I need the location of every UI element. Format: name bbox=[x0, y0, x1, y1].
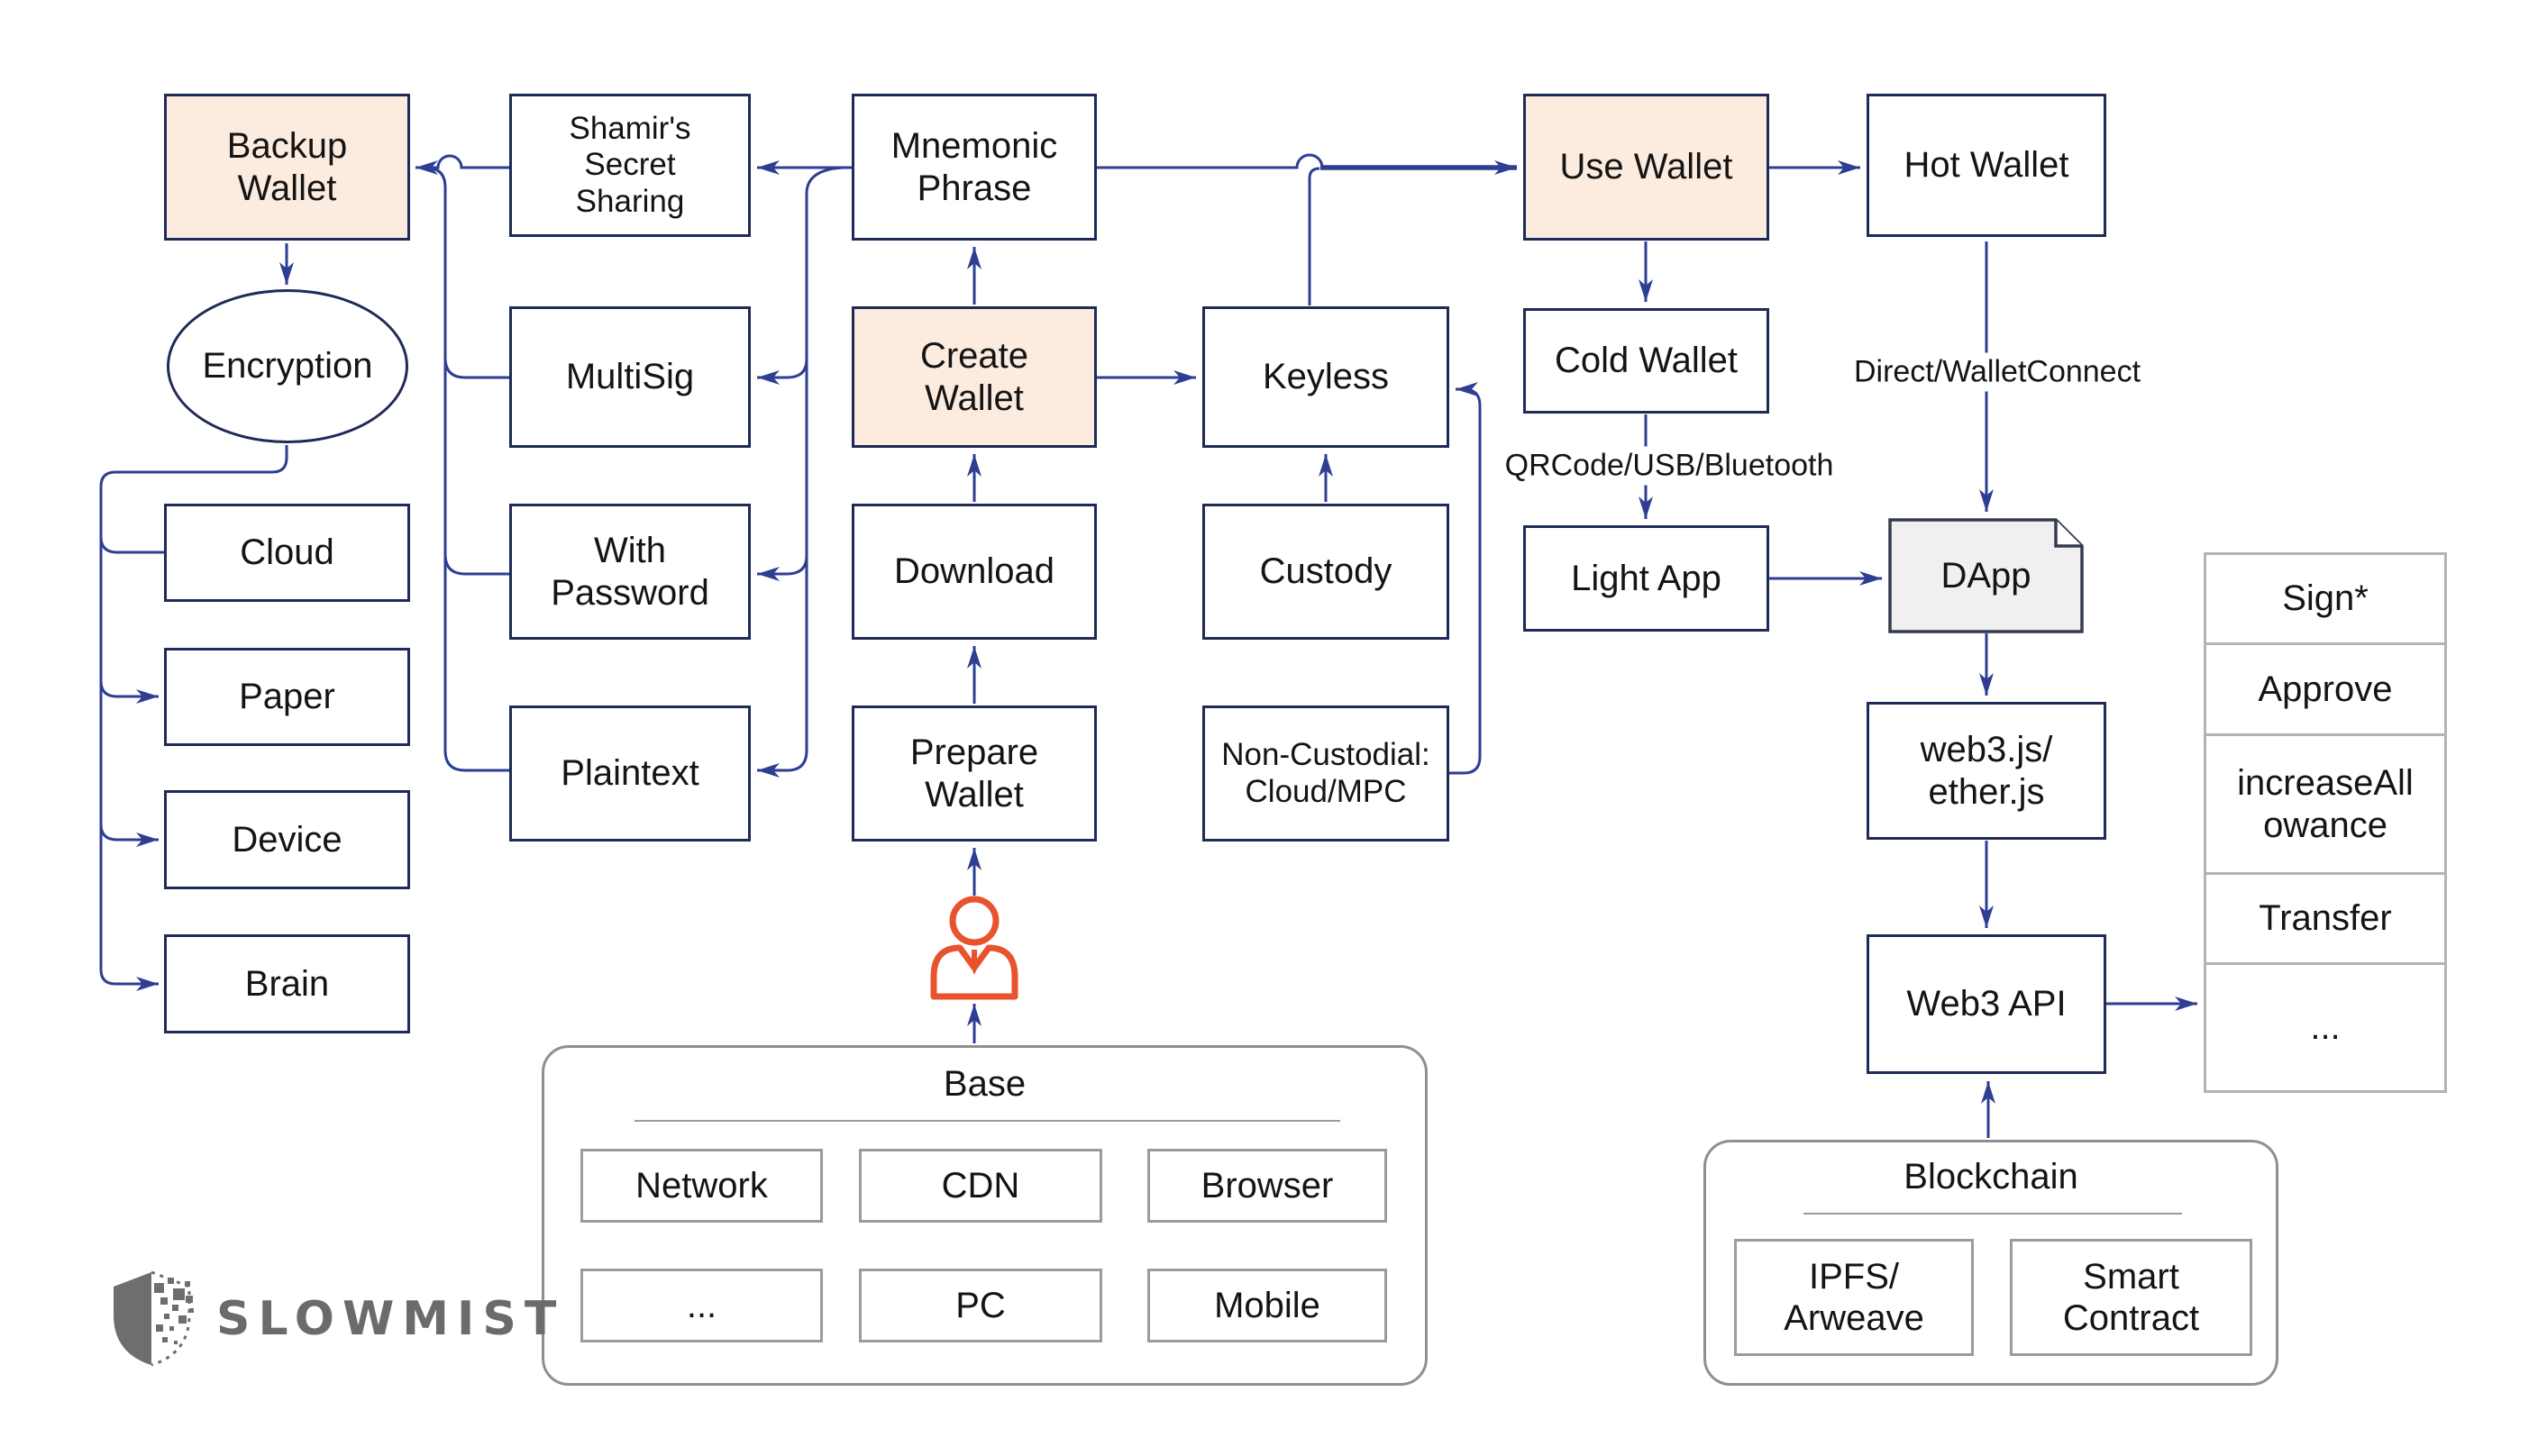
node-backup-wallet: Backup Wallet bbox=[164, 94, 410, 241]
node-encryption: Encryption bbox=[167, 289, 408, 443]
node-with-password: With Password bbox=[509, 504, 751, 640]
group-blockchain: Blockchain IPFS/ Arweave Smart Contract bbox=[1703, 1140, 2278, 1386]
table-row-transfer: Transfer bbox=[2204, 872, 2447, 965]
node-paper: Paper bbox=[164, 648, 410, 746]
edge-label-qrcode-usb-bluetooth: QRCode/USB/Bluetooth bbox=[1497, 446, 1841, 486]
node-plaintext-label: Plaintext bbox=[561, 753, 699, 794]
document-shape-icon bbox=[1888, 518, 2084, 633]
node-brain-label: Brain bbox=[244, 963, 330, 1004]
node-web3-libs-label: web3.js/ ether.js bbox=[1920, 730, 2053, 812]
group-blockchain-divider bbox=[1803, 1213, 2182, 1215]
node-encryption-label: Encryption bbox=[202, 346, 373, 387]
node-create-wallet-label: Create Wallet bbox=[919, 336, 1029, 418]
table-row-sign: Sign* bbox=[2204, 552, 2447, 645]
base-item-pc: PC bbox=[859, 1269, 1102, 1342]
node-download: Download bbox=[852, 504, 1097, 640]
node-prepare-wallet: Prepare Wallet bbox=[852, 705, 1097, 842]
node-custody: Custody bbox=[1202, 504, 1449, 640]
node-non-custodial: Non-Custodial: Cloud/MPC bbox=[1202, 705, 1449, 842]
node-keyless-label: Keyless bbox=[1262, 357, 1390, 397]
blockchain-item-ipfs-arweave: IPFS/ Arweave bbox=[1734, 1239, 1974, 1356]
node-mnemonic-phrase: Mnemonic Phrase bbox=[852, 94, 1097, 241]
node-web3-api-label: Web3 API bbox=[1906, 984, 2067, 1024]
node-brain: Brain bbox=[164, 934, 410, 1033]
node-light-app-label: Light App bbox=[1571, 558, 1721, 598]
node-cold-wallet-label: Cold Wallet bbox=[1554, 341, 1739, 381]
slowmist-logo-text: SLOWMIST bbox=[216, 1292, 565, 1346]
node-cloud-label: Cloud bbox=[240, 532, 334, 573]
node-custody-label: Custody bbox=[1259, 551, 1392, 592]
node-download-label: Download bbox=[894, 551, 1054, 592]
node-light-app: Light App bbox=[1523, 525, 1769, 632]
node-hot-wallet-label: Hot Wallet bbox=[1904, 145, 2069, 186]
api-call-table: Sign* Approve increaseAllowance Transfer… bbox=[2204, 552, 2447, 1093]
node-keyless: Keyless bbox=[1202, 306, 1449, 448]
base-item-more: ... bbox=[580, 1269, 823, 1342]
node-multisig: MultiSig bbox=[509, 306, 751, 448]
node-device-label: Device bbox=[232, 819, 342, 860]
node-cloud: Cloud bbox=[164, 504, 410, 602]
base-item-browser: Browser bbox=[1147, 1149, 1387, 1223]
group-base: Base Network CDN Browser ... PC Mobile bbox=[542, 1045, 1428, 1386]
node-prepare-wallet-label: Prepare Wallet bbox=[909, 733, 1039, 814]
node-multisig-label: MultiSig bbox=[565, 357, 695, 397]
node-web3-libs: web3.js/ ether.js bbox=[1867, 702, 2106, 840]
node-dapp: DApp bbox=[1888, 518, 2084, 633]
node-device: Device bbox=[164, 790, 410, 889]
node-use-wallet: Use Wallet bbox=[1523, 94, 1769, 241]
group-base-divider bbox=[634, 1120, 1340, 1122]
table-row-approve: Approve bbox=[2204, 642, 2447, 736]
node-cold-wallet: Cold Wallet bbox=[1523, 308, 1769, 414]
group-base-title: Base bbox=[943, 1064, 1027, 1104]
node-backup-wallet-label: Backup Wallet bbox=[226, 126, 348, 208]
node-use-wallet-label: Use Wallet bbox=[1559, 147, 1733, 187]
node-shamirs-secret-sharing: Shamir's Secret Sharing bbox=[509, 94, 751, 237]
node-mnemonic-label: Mnemonic Phrase bbox=[890, 126, 1058, 208]
shield-icon bbox=[114, 1270, 194, 1367]
blockchain-item-smart-contract: Smart Contract bbox=[2010, 1239, 2252, 1356]
table-row-more: ... bbox=[2204, 962, 2447, 1093]
base-item-mobile: Mobile bbox=[1147, 1269, 1387, 1342]
node-shamirs-label: Shamir's Secret Sharing bbox=[569, 110, 691, 219]
user-icon bbox=[930, 896, 1018, 1000]
table-row-increase-allowance: increaseAllowance bbox=[2204, 733, 2447, 875]
node-with-password-label: With Password bbox=[551, 531, 709, 613]
node-hot-wallet: Hot Wallet bbox=[1867, 94, 2106, 237]
base-item-network: Network bbox=[580, 1149, 823, 1223]
node-web3-api: Web3 API bbox=[1867, 934, 2106, 1074]
node-paper-label: Paper bbox=[239, 677, 335, 717]
group-blockchain-title: Blockchain bbox=[1904, 1157, 2078, 1197]
node-non-custodial-label: Non-Custodial: Cloud/MPC bbox=[1221, 736, 1430, 809]
edge-label-direct-walletconnect: Direct/WalletConnect bbox=[1846, 352, 2149, 392]
node-dapp-label: DApp bbox=[1940, 555, 2031, 596]
base-item-cdn: CDN bbox=[859, 1149, 1102, 1223]
slowmist-logo: SLOWMIST bbox=[106, 1269, 564, 1370]
node-plaintext: Plaintext bbox=[509, 705, 751, 842]
node-create-wallet: Create Wallet bbox=[852, 306, 1097, 448]
